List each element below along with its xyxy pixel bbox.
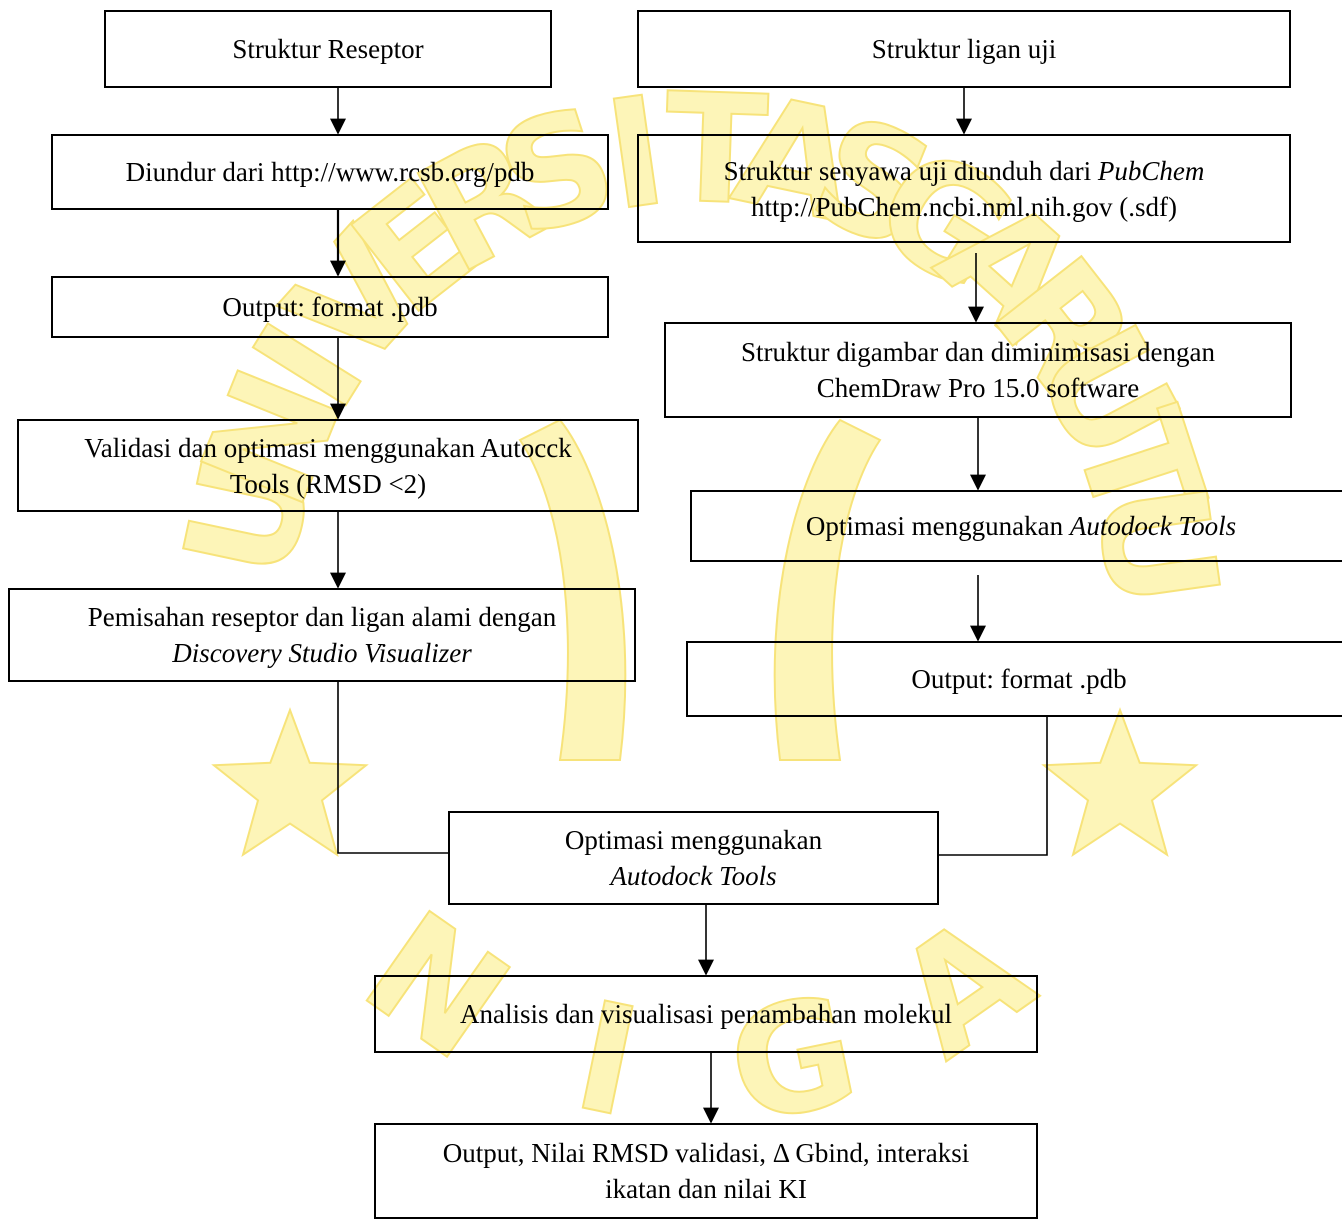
- ligand-download-line-2: http://PubChem.ncbi.nml.nih.gov (.sdf): [751, 191, 1177, 222]
- separation-line-2: Discovery Studio Visualizer: [172, 638, 472, 668]
- ligand-output-box: Output: format .pdb: [686, 641, 1342, 717]
- chemdraw-box: Struktur digambar dan diminimisasi denga…: [664, 322, 1292, 418]
- ligand-optimize-italic: Autodock Tools: [1069, 511, 1237, 541]
- chemdraw-line-1: Struktur digambar dan diminimisasi denga…: [741, 337, 1215, 367]
- ligand-structure-box: Struktur ligan uji: [637, 10, 1291, 88]
- watermark-letter: T: [662, 62, 770, 239]
- ligand-download-prefix: Struktur senyawa uji diunduh dari: [723, 155, 1098, 186]
- receptor-structure-box: Struktur Reseptor: [104, 10, 552, 88]
- analysis-label: Analisis dan visualisasi penambahan mole…: [460, 999, 952, 1029]
- final-output-line-1: Output, Nilai RMSD validasi, Δ Gbind, in…: [442, 1138, 970, 1168]
- ligand-download-box: Struktur senyawa uji diunduh dari PubChe…: [637, 134, 1291, 243]
- final-output-box: Output, Nilai RMSD validasi, Δ Gbind, in…: [374, 1123, 1038, 1219]
- receptor-output-label: Output: format .pdb: [222, 292, 438, 322]
- final-output-line-2: ikatan dan nilai KI: [605, 1174, 807, 1204]
- receptor-download-box: Diundur dari http://www.rcsb.org/pdb: [51, 134, 609, 210]
- watermark-emblem: [773, 418, 882, 761]
- receptor-output-box: Output: format .pdb: [51, 276, 609, 338]
- ligand-optimize-line: Optimasi menggunakan Autodock Tools: [806, 508, 1236, 544]
- ligand-output-label: Output: format .pdb: [911, 664, 1127, 694]
- center-optimize-line-2: Autodock Tools: [610, 861, 777, 891]
- validation-line-1: Validasi dan optimasi menggunakan Autocc…: [84, 432, 572, 463]
- pubchem-label: PubChem: [1097, 155, 1205, 186]
- watermark-emblem: [518, 418, 627, 761]
- center-optimize-line-1: Optimasi menggunakan: [564, 825, 823, 855]
- ligand-optimize-box: Optimasi menggunakan Autodock Tools: [690, 490, 1342, 562]
- watermark-star: [211, 707, 369, 858]
- validation-box: Validasi dan optimasi menggunakan Autocc…: [17, 419, 639, 512]
- chemdraw-line-2: ChemDraw Pro 15.0 software: [816, 373, 1140, 403]
- watermark-letter: U: [1061, 474, 1250, 619]
- receptor-structure-label: Struktur Reseptor: [232, 34, 424, 64]
- ligand-download-line-1: Struktur senyawa uji diunduh dari PubChe…: [724, 153, 1205, 189]
- ligand-structure-label: Struktur ligan uji: [871, 34, 1057, 64]
- separation-line-1: Pemisahan reseptor dan ligan alami denga…: [87, 602, 557, 632]
- separation-box: Pemisahan reseptor dan ligan alami denga…: [8, 588, 636, 682]
- receptor-download-label: Diundur dari http://www.rcsb.org/pdb: [125, 157, 535, 187]
- watermark-star: [1041, 707, 1199, 858]
- center-optimize-box: Optimasi menggunakan Autodock Tools: [448, 811, 939, 905]
- validation-line-2: Tools (RMSD <2): [229, 468, 427, 499]
- ligand-optimize-prefix: Optimasi menggunakan: [805, 511, 1070, 541]
- analysis-box: Analisis dan visualisasi penambahan mole…: [374, 975, 1038, 1053]
